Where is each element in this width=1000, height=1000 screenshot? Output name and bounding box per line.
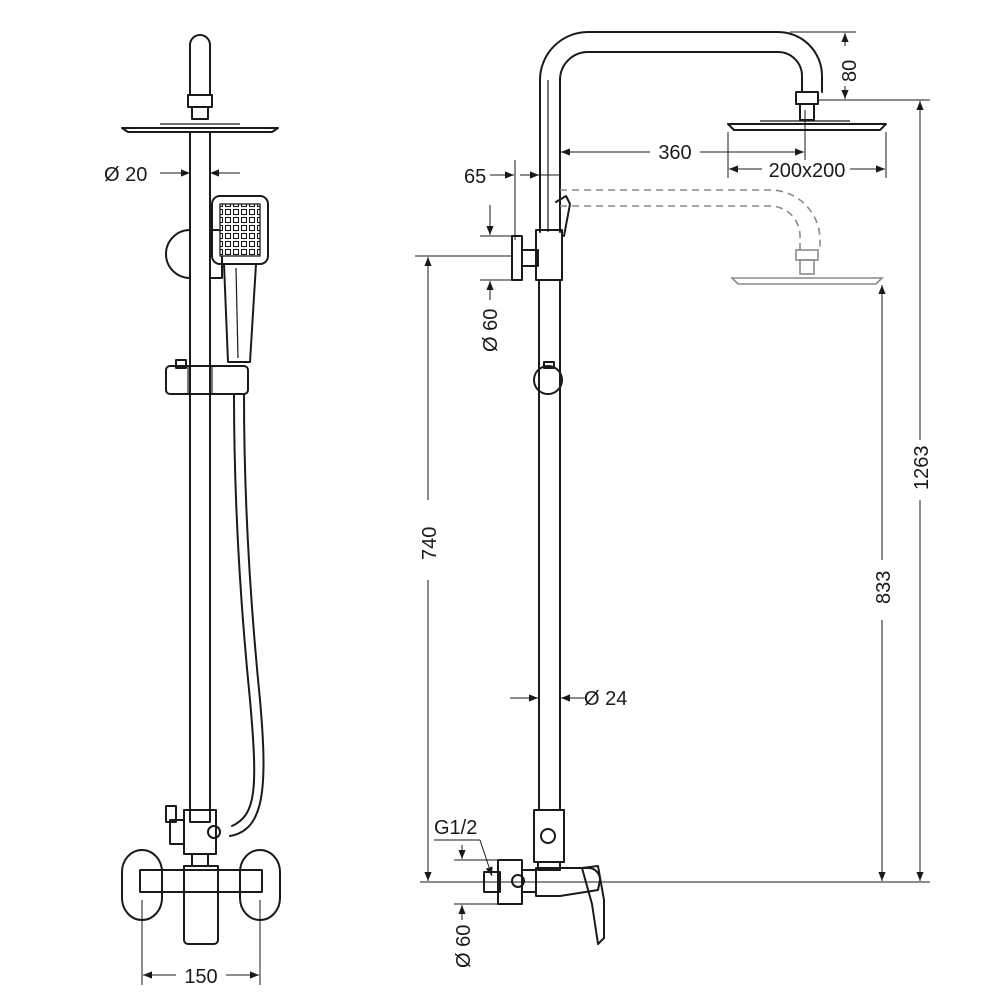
dim-bar-diameter-label: Ø 20	[104, 164, 147, 186]
dim-wall-offset: 65	[464, 160, 560, 240]
dim-bar-height: 740	[415, 255, 512, 881]
side-riser-arm	[539, 31, 823, 233]
dim-thread-label: G1/2	[434, 817, 477, 839]
side-view: Ø 24 G1/2 65	[415, 31, 933, 968]
front-head-connector	[187, 94, 213, 108]
dim-head-size-label: 200x200	[769, 160, 846, 182]
front-riser-pipe	[189, 131, 211, 823]
dim-pipe-diameter-label: Ø 24	[584, 688, 627, 710]
front-gooseneck	[189, 34, 211, 96]
dim-head-drop-label: 80	[839, 60, 861, 82]
dim-total-height: 1263	[818, 99, 933, 881]
dim-flange-top-label: Ø 60	[480, 309, 502, 352]
dim-head-clearance-label: 833	[873, 571, 895, 604]
dim-head-drop: 80	[790, 31, 861, 99]
side-lower-pipe	[538, 279, 561, 811]
front-diverter	[165, 805, 221, 855]
side-ghost-arm	[560, 189, 884, 285]
dim-head-clearance: 833	[873, 285, 895, 881]
side-head-connector	[795, 91, 819, 105]
dim-bar-diameter: Ø 20	[104, 164, 240, 186]
dim-arm-length-label: 360	[658, 142, 691, 164]
dim-thread: G1/2	[434, 817, 493, 877]
front-view: Ø 20	[104, 34, 281, 988]
dim-pitch-width-label: 150	[184, 966, 217, 988]
dim-arm-length: 360	[561, 110, 806, 164]
side-rain-head	[727, 123, 887, 131]
dim-head-size: 200x200	[727, 132, 887, 182]
side-slider-knob	[533, 365, 563, 395]
dim-pipe-diameter: Ø 24	[510, 688, 627, 710]
front-hand-shower	[211, 195, 269, 363]
dim-wall-offset-label: 65	[464, 166, 486, 188]
side-mixer	[483, 859, 605, 945]
dim-pitch-width: 150	[141, 900, 261, 988]
front-rain-head	[121, 127, 279, 133]
dim-flange-bottom: Ø 60	[453, 845, 498, 968]
front-mixer	[121, 849, 281, 945]
side-diverter	[533, 809, 565, 871]
dim-flange-top: Ø 60	[480, 205, 512, 352]
dim-total-height-label: 1263	[911, 446, 933, 491]
dim-flange-bottom-label: Ø 60	[453, 925, 475, 968]
dim-bar-height-label: 740	[419, 527, 441, 560]
front-slider	[165, 359, 249, 395]
front-hose	[231, 393, 256, 827]
